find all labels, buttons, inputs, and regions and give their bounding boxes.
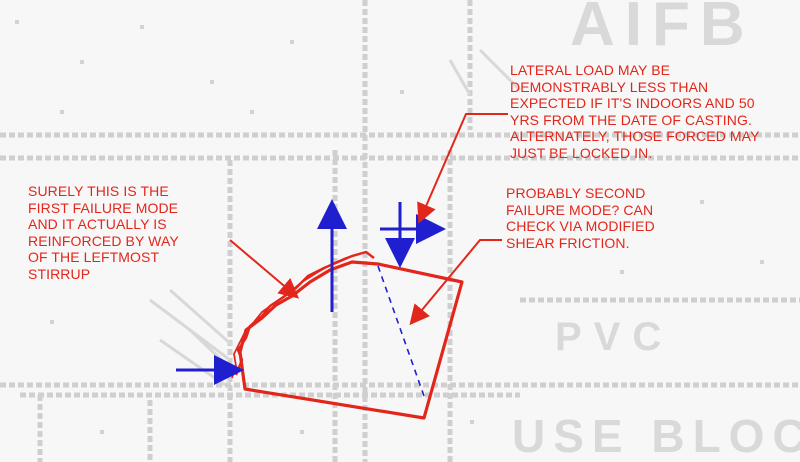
bg-speckle xyxy=(50,320,54,324)
bg-hatch xyxy=(169,288,233,347)
bg-label-top-right: AIFB xyxy=(570,0,755,59)
bg-speckle xyxy=(140,25,144,29)
bg-hatch xyxy=(448,59,472,96)
failure-wedge-outline xyxy=(238,260,464,420)
bg-speckle xyxy=(700,200,704,204)
bg-speckle xyxy=(300,430,304,434)
bg-speckle xyxy=(250,110,254,114)
shear-plane-line xyxy=(377,265,425,397)
bg-label-lower-middle: PVC xyxy=(555,315,673,359)
bg-speckle xyxy=(760,260,764,264)
lateral-load-note: LATERAL LOAD MAY BE DEMONSTRABLY LESS TH… xyxy=(510,62,760,161)
leader-first-failure xyxy=(229,239,300,299)
first-failure-note: SURELY THIS IS THE FIRST FAILURE MODE AN… xyxy=(28,183,179,282)
leader-lateral-load xyxy=(417,113,508,224)
bg-speckle xyxy=(80,60,84,64)
bg-speckle xyxy=(620,270,624,274)
bg-speckle xyxy=(210,80,214,84)
bg-speckle xyxy=(100,430,104,434)
bg-speckle xyxy=(15,20,19,24)
bg-speckle xyxy=(60,110,64,114)
bg-speckle xyxy=(400,90,404,94)
crack-line xyxy=(234,250,375,376)
bg-hatch xyxy=(478,48,522,92)
bg-speckle xyxy=(290,40,294,44)
bg-label-bottom-right: USE BLOC xyxy=(512,410,800,462)
crack-line xyxy=(231,253,361,379)
second-failure-note: PROBABLY SECOND FAILURE MODE? CAN CHECK … xyxy=(506,185,655,251)
leader-second-failure xyxy=(409,239,502,326)
bg-speckle xyxy=(470,420,474,424)
